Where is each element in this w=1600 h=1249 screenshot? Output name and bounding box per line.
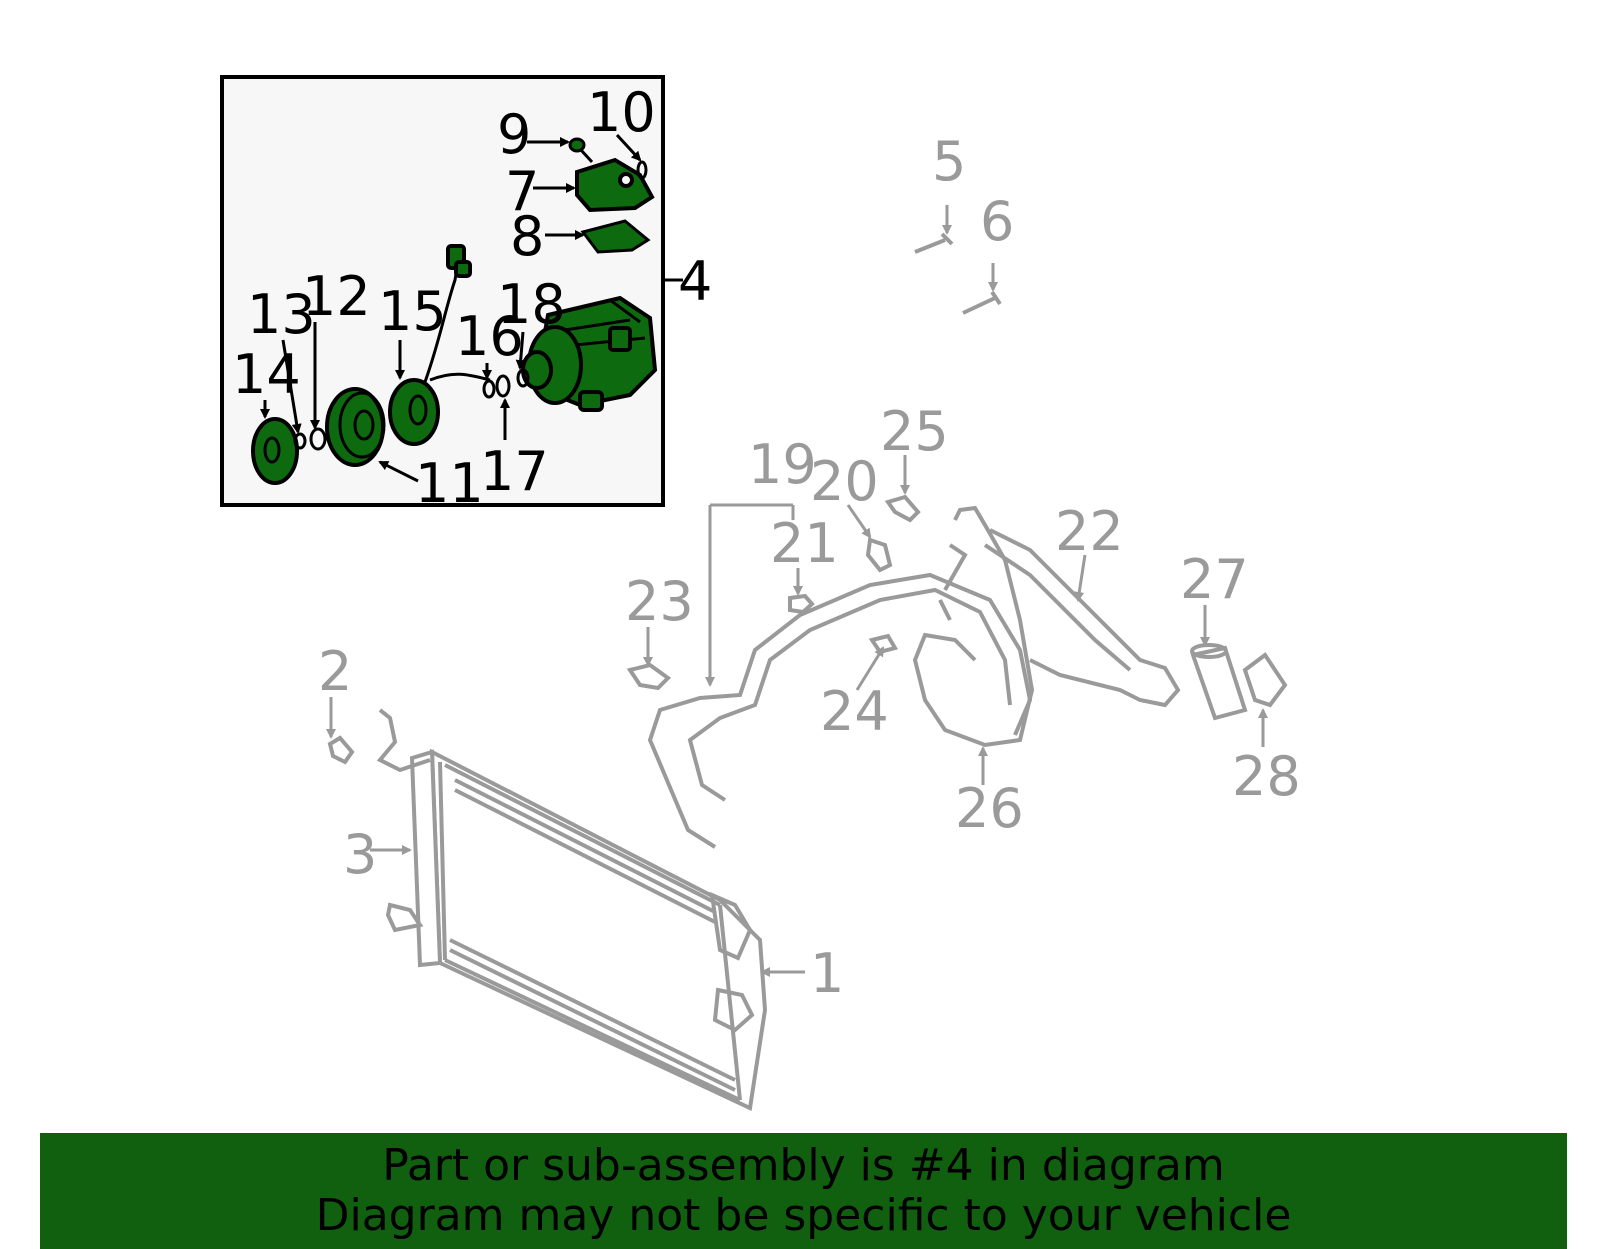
bolt-5 (914, 232, 954, 254)
footer-line-1: Part or sub-assembly is #4 in diagram (382, 1140, 1225, 1191)
callout-1: 1 (810, 942, 844, 1005)
callout-4: 4 (678, 250, 712, 313)
receiver-drier (1190, 643, 1248, 721)
callout-18: 18 (497, 273, 566, 336)
callout-12: 12 (302, 265, 371, 328)
bracket-25 (884, 494, 921, 523)
footer-banner: Part or sub-assembly is #4 in diagram Di… (40, 1133, 1567, 1249)
callout-27: 27 (1180, 548, 1249, 611)
callout-13: 13 (247, 283, 316, 346)
valve-cover (575, 157, 655, 213)
gray-leaders (326, 205, 1268, 977)
callout-3: 3 (343, 823, 377, 886)
callout-2: 2 (318, 640, 352, 703)
compressor-body (521, 295, 658, 412)
clutch-hub (251, 417, 299, 485)
callout-24: 24 (820, 680, 889, 743)
compressor-assembly-inset (220, 75, 683, 507)
callout-28: 28 (1232, 745, 1301, 808)
callout-23: 23 (625, 570, 694, 633)
fitting-20 (865, 537, 893, 573)
inset-leaders (260, 133, 642, 483)
condenser (376, 708, 768, 1111)
callout-22: 22 (1055, 500, 1124, 563)
callout-11: 11 (415, 452, 484, 515)
o-ring-10 (636, 160, 648, 180)
callout-20: 20 (810, 450, 879, 513)
callout-7: 7 (505, 160, 539, 223)
callout-19: 19 (748, 433, 817, 496)
callout-8: 8 (510, 205, 544, 268)
callout-16: 16 (455, 305, 524, 368)
callout-26: 26 (955, 777, 1024, 840)
clutch-coil (388, 244, 491, 446)
callout-10: 10 (587, 81, 656, 144)
footer-line-2: Diagram may not be specific to your vehi… (315, 1190, 1292, 1241)
callout-6: 6 (980, 190, 1014, 253)
bolt-2 (327, 735, 355, 765)
callout-15: 15 (378, 280, 447, 343)
callout-25: 25 (880, 400, 949, 463)
callout-21: 21 (770, 512, 839, 575)
callout-9: 9 (497, 103, 531, 166)
fitting-21 (788, 593, 815, 615)
callout-17: 17 (480, 440, 549, 503)
drier-bracket (1242, 652, 1288, 708)
clutch-pulley (325, 387, 386, 467)
callout-5: 5 (932, 130, 966, 193)
gasket (580, 219, 651, 254)
callout-14: 14 (232, 343, 301, 406)
bracket-23 (626, 662, 672, 691)
bolt-9 (568, 137, 594, 164)
bolt-6 (962, 290, 1002, 315)
